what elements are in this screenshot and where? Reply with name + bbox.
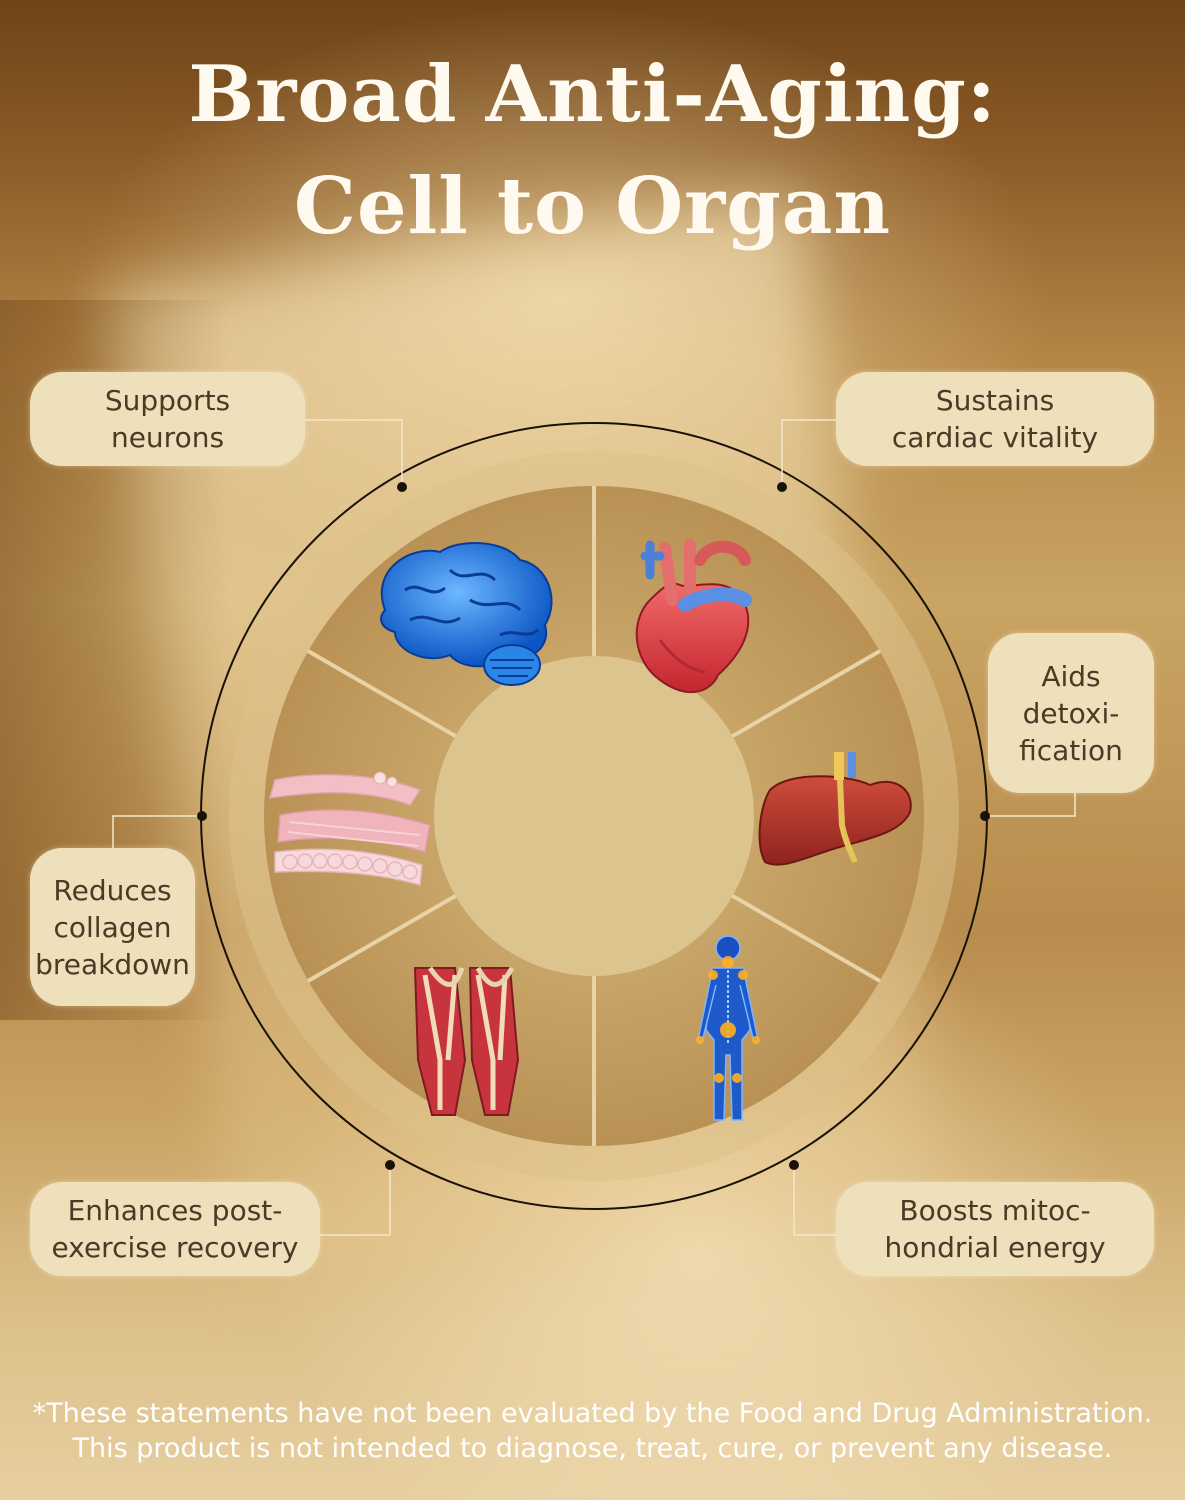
- benefit-label-line: collagen: [53, 910, 172, 944]
- benefit-label-line: fication: [1019, 733, 1123, 767]
- benefit-pill-cardiac: Sustains cardiac vitality: [836, 372, 1154, 466]
- skin-layers-icon: [268, 771, 431, 886]
- benefit-label-line: hondrial energy: [884, 1231, 1106, 1264]
- benefit-label-line: Supports: [104, 384, 231, 417]
- benefit-label-line: Enhances post-: [67, 1194, 283, 1227]
- heart-icon: [635, 539, 752, 693]
- benefit-label-line: Aids: [1041, 659, 1101, 693]
- benefit-label-line: Boosts mitoc-: [899, 1194, 1091, 1227]
- wheel-center: [434, 656, 754, 976]
- benefit-label-line: exercise recovery: [51, 1231, 299, 1264]
- disclaimer-line-1: *These statements have not been evaluate…: [32, 1398, 1153, 1429]
- benefit-pill-mitochondrial: Boosts mitoc-hondrial energy: [836, 1182, 1154, 1276]
- benefit-label-line: breakdown: [35, 947, 190, 981]
- benefit-label-line: Reduces: [53, 873, 172, 907]
- liver-icon: [758, 752, 912, 866]
- connector-lines: [112, 419, 1076, 1236]
- benefit-pill-neurons: Supports neurons: [30, 372, 305, 466]
- benefit-label-line: cardiac vitality: [891, 421, 1099, 454]
- benefit-label-line: detoxi-: [1022, 696, 1120, 730]
- benefit-label-line: neurons: [110, 421, 225, 454]
- benefit-pill-recovery: Enhances post-exercise recovery: [30, 1182, 320, 1276]
- brain-icon: [380, 542, 553, 686]
- thigh-muscle-icon: [413, 966, 520, 1116]
- disclaimer-line-2: This product is not intended to diagnose…: [72, 1433, 1113, 1464]
- page-title-line-2: Cell to Organ: [293, 161, 892, 252]
- body-joints-icon: [696, 935, 760, 1121]
- connector-dots: [197, 482, 990, 1170]
- benefit-label-line: Sustains: [935, 384, 1055, 417]
- page-title-line-1: Broad Anti-Aging:: [188, 49, 997, 140]
